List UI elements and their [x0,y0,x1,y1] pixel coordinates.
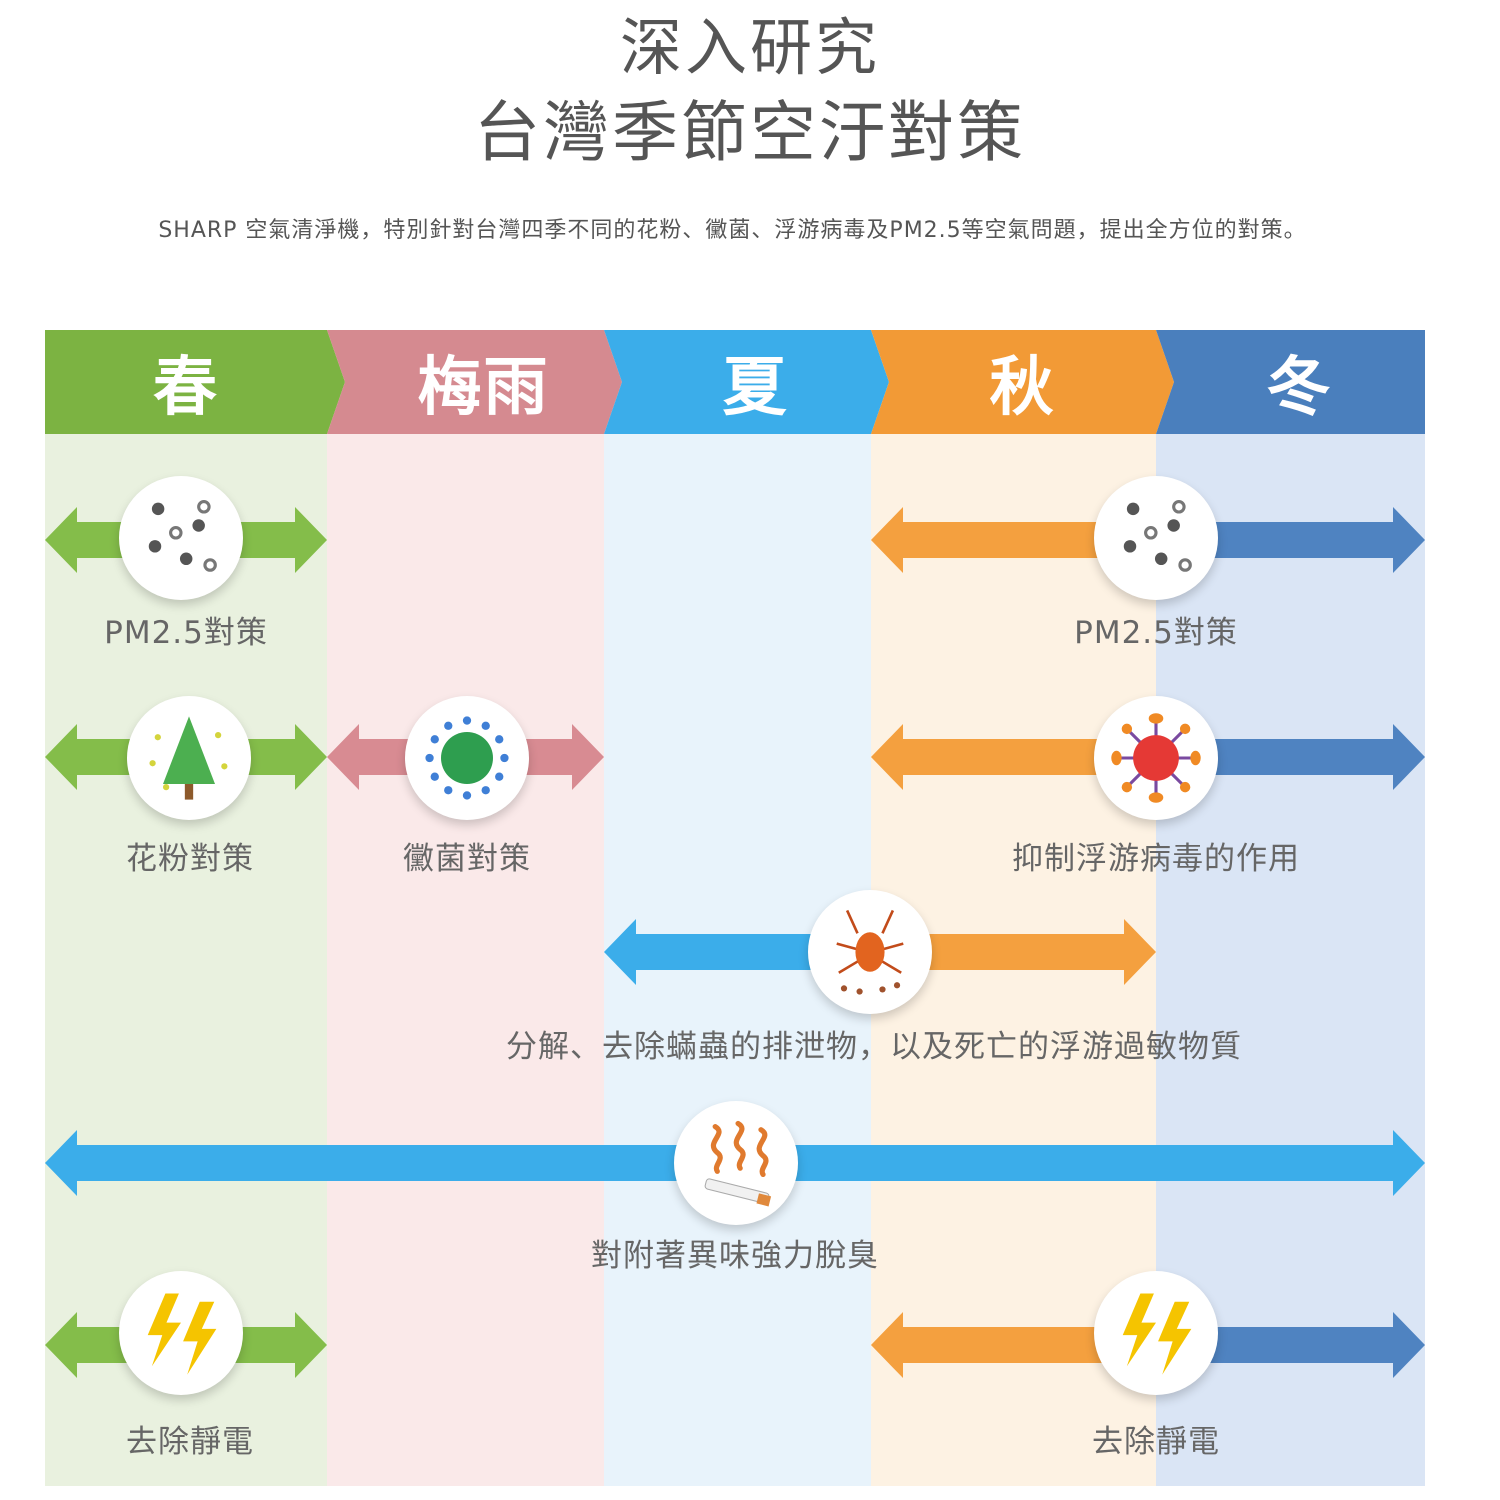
lightning-icon [1094,1271,1218,1395]
summer-header-chevron [604,330,889,434]
page-title-line-1: 深入研究 [619,11,880,84]
dust-mite-autumn-arrow-half [871,919,1156,985]
pm25-particles-icon [119,476,243,600]
pm25-spring-label: PM2.5對策 [104,615,268,651]
season-label-rainy-season: 梅雨 [417,351,550,425]
season-label-autumn: 秋 [989,351,1056,425]
dust-mite-label: 分解、去除蟎蟲的排泄物，以及死亡的浮游過敏物質 [506,1029,1242,1065]
dust-mite-summer-arrow-half [604,919,871,985]
odor-label: 對附著異味強力脫臭 [591,1238,879,1274]
spring-header-chevron [45,330,345,434]
lightning-icon [119,1271,243,1395]
rainy-season-header-chevron [327,330,622,434]
page-subtitle: SHARP 空氣清淨機，特別針對台灣四季不同的花粉、黴菌、浮游病毒及PM2.5等… [158,218,1307,243]
pm25-autumn-winter-label: PM2.5對策 [1074,615,1238,651]
pm25-particles-icon [1094,476,1218,600]
dust-mite-icon [808,890,932,1014]
virus-winter-arrow-half [1156,724,1425,790]
pollen-label: 花粉對策 [126,841,254,877]
winter-header-chevron [1156,330,1425,434]
page-title-line-2: 台灣季節空汙對策 [474,94,1026,171]
static-autumn-winter-label: 去除靜電 [1092,1424,1220,1460]
virus-icon [1094,696,1218,820]
static-autumn-arrow-half [871,1312,1156,1378]
season-label-summer: 夏 [722,351,789,425]
rainy-season-column-background [327,434,604,1486]
season-label-spring: 春 [153,351,219,425]
static-spring-label: 去除靜電 [126,1424,254,1460]
season-label-winter: 冬 [1266,351,1333,425]
static-winter-arrow-half [1156,1312,1425,1378]
autumn-header-chevron [871,330,1174,434]
pm25-autumn-arrow-half [871,507,1156,573]
pollen-tree-icon [127,696,251,820]
smoke-odor-icon [674,1101,798,1225]
virus-label: 抑制浮游病毒的作用 [1012,841,1300,877]
pm25-winter-arrow-half [1156,507,1425,573]
virus-autumn-arrow-half [871,724,1156,790]
mold-label: 黴菌對策 [403,841,531,877]
mold-spore-icon [405,696,529,820]
